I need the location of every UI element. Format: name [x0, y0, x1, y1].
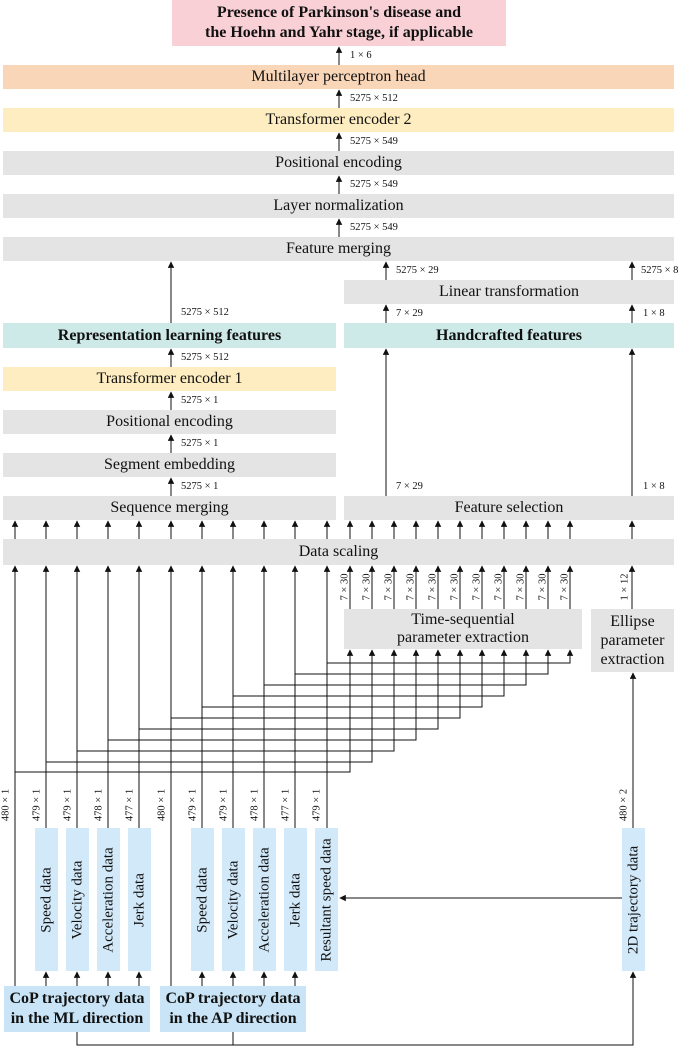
dim-fm-left: 5275 × 512	[181, 307, 229, 318]
connector-69	[233, 649, 508, 697]
resultant-speed-data-box: Resultant speed data	[315, 828, 338, 971]
time-sequential-extraction-box: Time-sequential parameter extraction	[344, 609, 582, 649]
ml-speed-data-box: Speed data	[35, 828, 58, 971]
positional-encoding-top-box: Positional encoding	[3, 151, 674, 175]
dim-pe-top: 5275 × 549	[350, 179, 398, 190]
positional-encoding-box: Positional encoding	[3, 410, 336, 434]
ap-speed-data-label: Speed data	[194, 866, 210, 933]
ap-speed-data-box: Speed data	[191, 828, 214, 971]
dim-lt-right: 1 × 8	[643, 308, 665, 319]
output-box: Presence of Parkinson's disease and the …	[172, 0, 506, 46]
ml-acceleration-data-label: Acceleration data	[100, 846, 116, 953]
dim-fs-right: 1 × 8	[643, 481, 665, 492]
dim-mlp: 5275 × 512	[350, 93, 398, 104]
dim-te2: 5275 × 549	[350, 136, 398, 147]
dim-rl: 5275 × 512	[181, 352, 229, 363]
ml-speed-data-label: Speed data	[38, 866, 54, 933]
handcrafted-features-box: Handcrafted features	[344, 323, 674, 348]
2d-trajectory-data-box: 2D trajectory data	[622, 828, 645, 971]
linear-transformation-box: Linear transformation	[344, 280, 674, 304]
ml-acceleration-data-box: Acceleration data	[97, 828, 120, 971]
transformer-encoder-1-box: Transformer encoder 1	[3, 367, 336, 391]
ap-jerk-data-box: Jerk data	[284, 828, 307, 971]
ml-velocity-data-label: Velocity data	[69, 860, 85, 939]
ap-velocity-data-label: Velocity data	[225, 860, 241, 939]
ml-jerk-data-label: Jerk data	[131, 872, 147, 927]
dim-ln: 5275 × 549	[350, 222, 398, 233]
connector-63	[46, 649, 376, 763]
connector-72	[327, 649, 574, 664]
ap-acceleration-data-box: Acceleration data	[253, 828, 276, 971]
segment-embedding-box: Segment embedding	[3, 453, 336, 477]
connector-68	[202, 649, 486, 708]
feature-merging-box: Feature merging	[3, 237, 674, 261]
dim-fm-right: 5275 × 8	[641, 265, 679, 276]
ellipse-extraction-box: Ellipse parameter extraction	[591, 609, 674, 672]
transformer-encoder-2-box: Transformer encoder 2	[3, 108, 674, 132]
connector-73	[15, 649, 354, 773]
connector-66	[139, 649, 442, 730]
ml-velocity-data-box: Velocity data	[66, 828, 89, 971]
connector-71	[295, 649, 552, 675]
feature-selection-box: Feature selection	[344, 496, 674, 520]
connector-64	[77, 649, 398, 752]
ap-velocity-data-box: Velocity data	[222, 828, 245, 971]
resultant-speed-data-label: Resultant speed data	[318, 837, 334, 962]
ml-jerk-data-box: Jerk data	[128, 828, 151, 971]
mlp-head-box: Multilayer perceptron head	[3, 65, 674, 89]
dim-pe: 5275 × 1	[181, 438, 219, 449]
dim-fs-mid: 7 × 29	[396, 481, 423, 492]
data-scaling-box: Data scaling	[3, 539, 674, 565]
ap-acceleration-data-label: Acceleration data	[256, 846, 272, 953]
dim-lt-mid: 7 × 29	[396, 308, 423, 319]
sequence-merging-box: Sequence merging	[3, 496, 336, 520]
connector-70	[264, 649, 530, 686]
dim-output: 1 × 6	[350, 50, 372, 61]
dim-fm-mid: 5275 × 29	[396, 265, 439, 276]
dim-se: 5275 × 1	[181, 481, 219, 492]
2d-trajectory-data-label: 2D trajectory data	[625, 845, 641, 954]
layer-normalization-box: Layer normalization	[3, 194, 674, 218]
ap-jerk-data-label: Jerk data	[287, 872, 303, 927]
connector-84	[76, 971, 637, 1046]
representation-learning-features-box: Representation learning features	[3, 323, 336, 348]
dim-te1: 5275 × 1	[181, 395, 219, 406]
cop-ap-box: CoP trajectory data in the AP direction	[160, 986, 306, 1032]
connector-65	[108, 649, 420, 741]
connector-67	[171, 649, 464, 719]
cop-ml-box: CoP trajectory data in the ML direction	[4, 986, 150, 1032]
